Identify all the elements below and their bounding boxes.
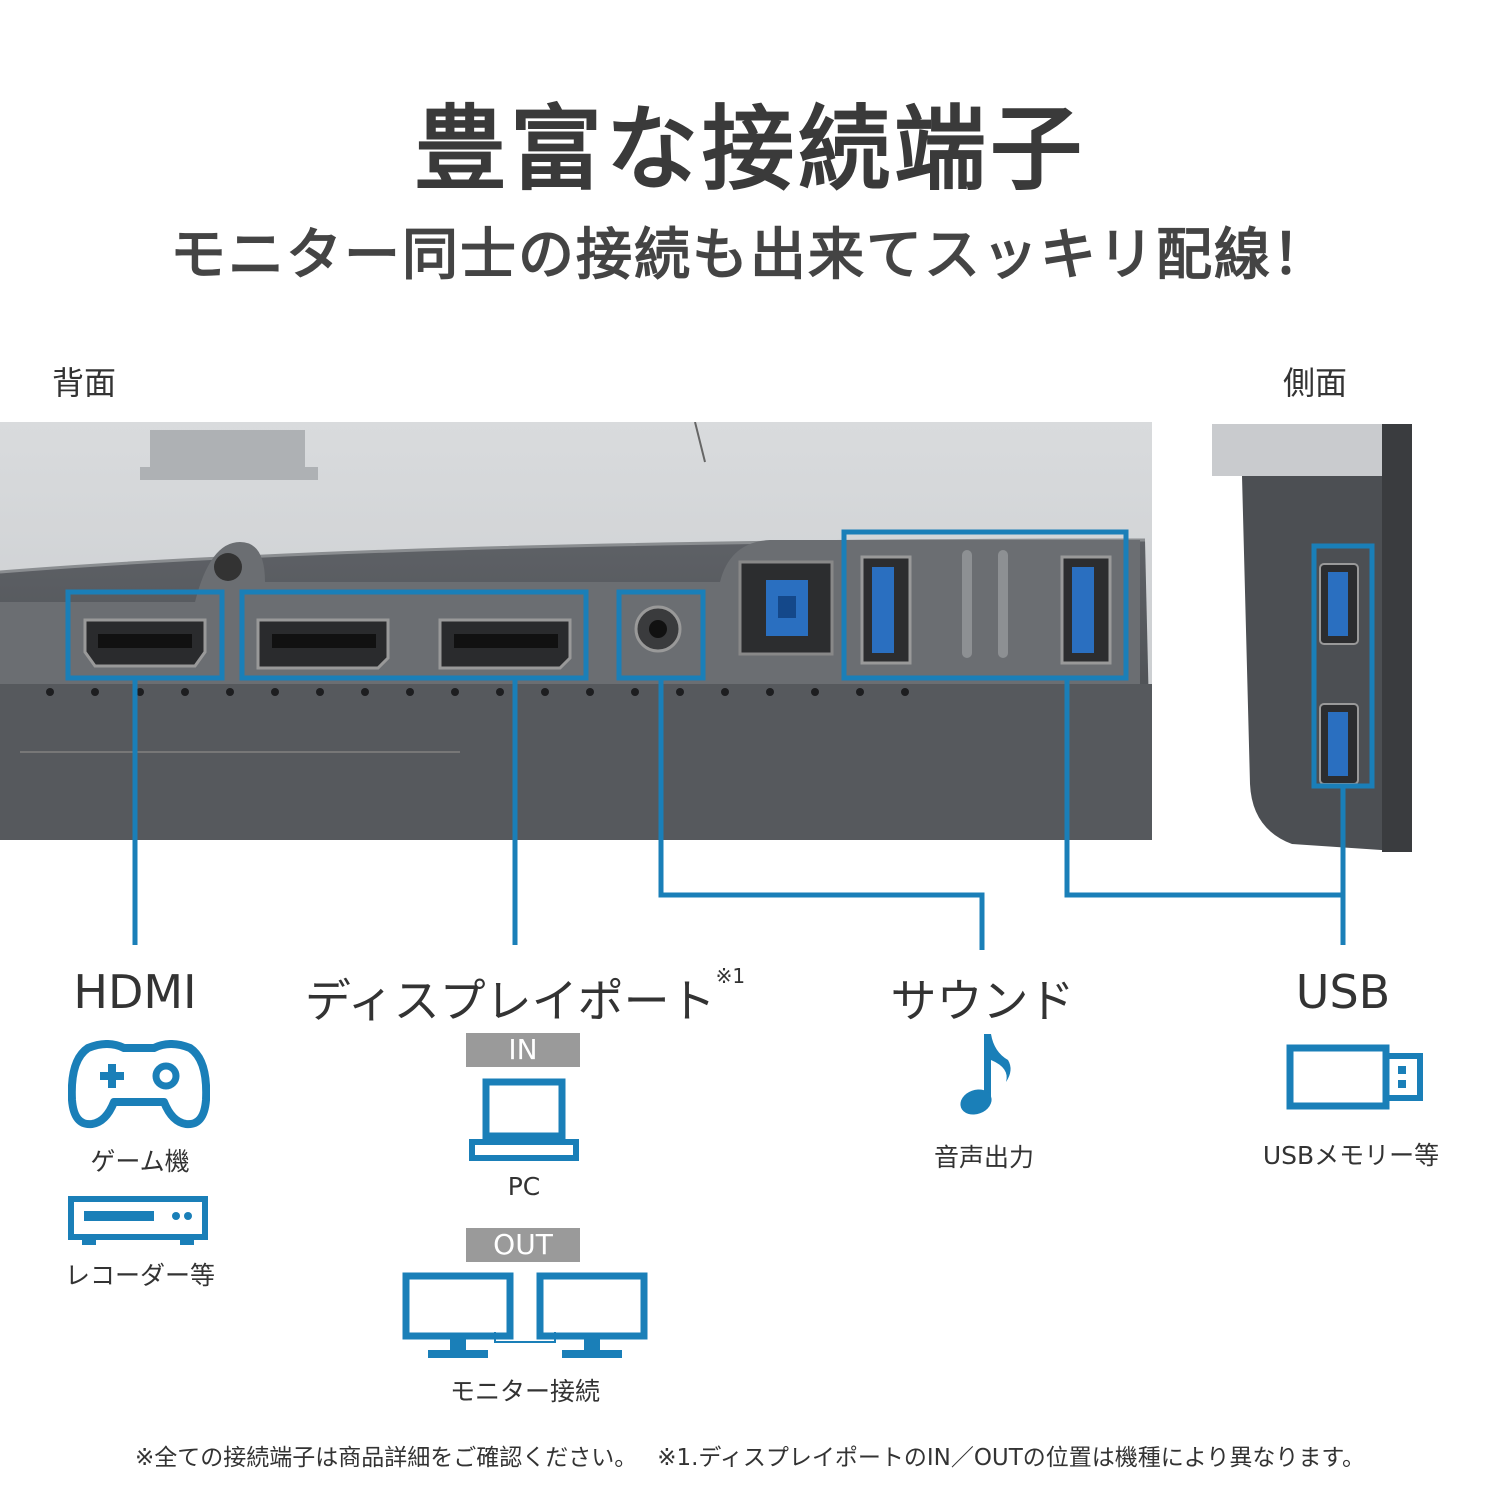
displayport-highlight-box [239,589,589,681]
music-note-icon [956,1030,1016,1124]
rear-panel-illustration [0,422,1152,840]
page-title: 豊富な接続端子 [413,96,1086,203]
side-panel-illustration [1212,424,1412,852]
usb-memory-caption: USBメモリー等 [1262,1141,1440,1170]
usb-rear-highlight-box [841,529,1129,681]
monitor-connection-caption: モニター接続 [449,1377,600,1406]
hdmi-label: HDMI [73,965,197,1019]
displayport-label-text: ディスプレイポート [304,974,716,1028]
side-panel-photo [1212,424,1412,852]
pc-caption: PC [507,1172,541,1201]
displayport-label: ディスプレイポート※1 [290,963,760,1031]
gamepad-icon [67,1040,211,1134]
sound-highlight-box [616,589,706,681]
side-view-label: 側面 [1283,364,1348,402]
dp-in-tag: IN [466,1033,580,1067]
usb-rear-connector-line [1064,678,1343,898]
hdmi-highlight-box [65,589,225,681]
rear-panel-photo [0,422,1152,840]
dp-out-tag: OUT [466,1228,580,1262]
laptop-icon [468,1076,580,1170]
footnote-general: ※全ての接続端子は商品詳細をご確認ください。 [134,1445,638,1471]
footnotes: ※全ての接続端子は商品詳細をご確認ください。 ※1.ディスプレイポートのIN／OU… [0,1438,1500,1472]
usb-label: USB [1295,965,1391,1019]
footnote-displayport: ※1.ディスプレイポートのIN／OUTの位置は機種により異なります。 [657,1445,1366,1471]
game-console-caption: ゲーム機 [90,1147,190,1176]
displayport-note-mark: ※1 [715,963,746,988]
usb-stick-icon [1286,1044,1426,1114]
dual-monitor-icon [400,1270,650,1366]
sound-label: サウンド [890,974,1075,1028]
page-subtitle: モニター同士の接続も出来てスッキリ配線！ [170,223,1330,288]
usb-side-highlight-box [1311,543,1375,789]
recorder-caption: レコーダー等 [64,1261,215,1290]
recorder-icon [68,1196,208,1250]
audio-output-caption: 音声出力 [933,1143,1034,1172]
rear-view-label: 背面 [52,364,117,402]
sound-connector-line [658,678,985,950]
